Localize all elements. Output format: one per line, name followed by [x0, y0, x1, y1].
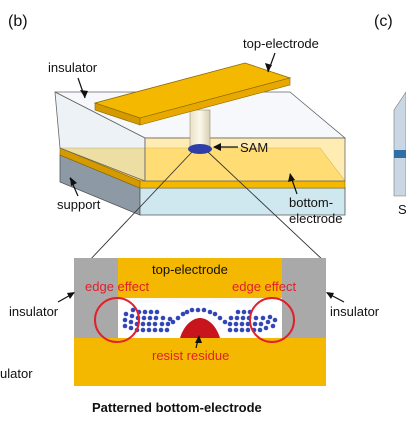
arrowhead-support	[70, 177, 77, 186]
top-electrode-front-face	[139, 77, 291, 126]
arrowhead-sam	[213, 143, 221, 151]
cs-bottom-electrode	[74, 338, 326, 386]
zoom-line-left	[87, 151, 193, 263]
arrowhead-insulator	[80, 90, 88, 98]
cs-top-electrode	[118, 258, 282, 298]
panel-label-c: (c)	[374, 13, 393, 30]
panel-c-fragment-layer	[394, 150, 406, 158]
caption: Patterned bottom-electrode	[92, 400, 262, 415]
cs-label-edge-effect-right: edge effect	[232, 279, 296, 294]
label-bottom-electrode-1: bottom-	[289, 195, 333, 210]
cs-label-resist-residue: resist residue	[152, 348, 229, 363]
left-edge-fragment: ulator	[0, 366, 33, 381]
label-support: support	[57, 197, 101, 212]
label-top-electrode: top-electrode	[243, 36, 319, 51]
right-edge-fragment: S	[398, 202, 406, 217]
sam-pillar	[189, 109, 211, 149]
zoom-line-right	[207, 151, 326, 263]
cross-section	[74, 258, 326, 386]
label-sam: SAM	[240, 140, 268, 155]
label-bottom-electrode-2: electrode	[289, 211, 342, 226]
arrowhead-insulator-left	[67, 292, 75, 299]
arrowhead-insulator-right	[326, 292, 334, 299]
cs-label-edge-effect-left: edge effect	[85, 279, 149, 294]
label-insulator: insulator	[48, 60, 98, 75]
sam-disc	[188, 144, 212, 154]
edge-circle-right	[249, 297, 295, 343]
arrowhead-resist-residue	[195, 335, 202, 343]
panel-label-b: (b)	[8, 13, 28, 30]
arrowhead-top-electrode	[265, 63, 272, 72]
panel-c-fragment	[393, 91, 406, 197]
device-3d	[54, 62, 347, 216]
arrowhead-bottom-electrode	[288, 173, 295, 182]
cs-label-top-electrode: top-electrode	[152, 262, 228, 277]
cs-sam-molecules	[122, 307, 278, 333]
cs-resist-residue	[180, 318, 220, 338]
cs-insulator-right	[282, 258, 326, 338]
edge-circle-left	[94, 297, 140, 343]
cs-label-insulator-right: insulator	[330, 304, 380, 319]
cs-label-insulator-left: insulator	[9, 304, 59, 319]
